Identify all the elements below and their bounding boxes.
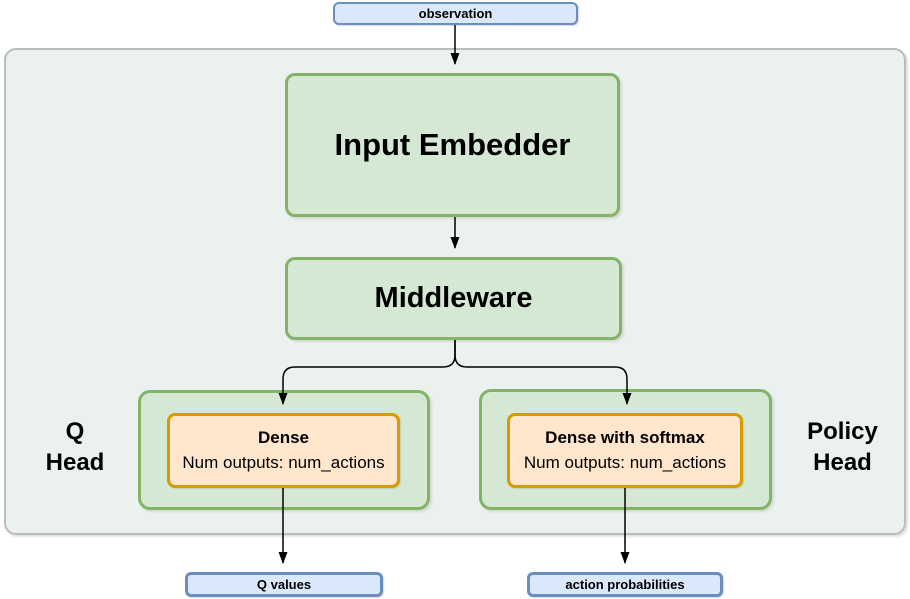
policy-head-label-line1: Policy <box>807 418 878 445</box>
node-middleware-label: Middleware <box>374 282 533 314</box>
node-q-values-label: Q values <box>256 577 312 592</box>
node-q-dense-title: Dense <box>257 428 310 447</box>
q-head-label-line2: Head <box>45 448 105 476</box>
node-policy-dense-subtitle: Num outputs: num_actions <box>523 453 727 472</box>
node-input-embedder: Input Embedder <box>285 73 620 217</box>
node-q-dense-subtitle: Num outputs: num_actions <box>182 453 385 472</box>
node-middleware: Middleware <box>285 257 622 340</box>
node-input-embedder-label: Input Embedder <box>334 127 571 162</box>
q-head-label: Q Head <box>25 417 125 478</box>
policy-head-label-line2: Head <box>813 448 872 476</box>
node-policy-dense: Dense with softmax Num outputs: num_acti… <box>507 413 743 488</box>
node-policy-dense-title: Dense with softmax <box>545 428 705 447</box>
policy-head-label: Policy Head <box>790 417 895 478</box>
node-q-dense: Dense Num outputs: num_actions <box>167 413 400 488</box>
node-action-probabilities-label: action probabilities <box>565 577 685 592</box>
node-observation-label: observation <box>418 6 493 21</box>
node-observation: observation <box>333 2 578 25</box>
q-head-label-line1: Q <box>65 418 85 445</box>
node-action-probabilities: action probabilities <box>527 572 723 597</box>
node-q-values: Q values <box>185 572 383 597</box>
